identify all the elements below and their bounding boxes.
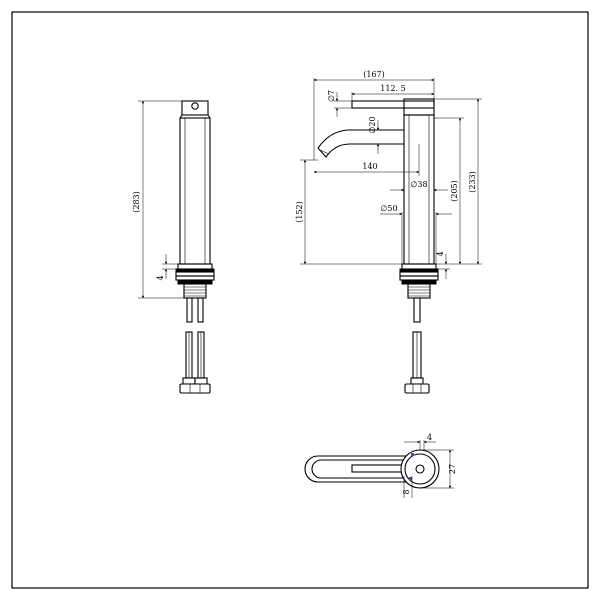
front-body xyxy=(179,117,211,265)
top-marker xyxy=(411,453,414,456)
top-dim-8: 8 xyxy=(402,489,411,494)
side-dim-d7: ∅7 xyxy=(327,90,336,102)
drawing-border xyxy=(11,11,589,589)
top-center-hole xyxy=(415,464,425,474)
front-thread xyxy=(183,283,207,299)
side-dim-d50: ∅50 xyxy=(380,204,397,213)
front-dim-283: (283) xyxy=(132,191,141,213)
side-spout xyxy=(317,129,404,158)
side-dim-112-5: 112. 5 xyxy=(380,84,405,93)
side-hose-nut xyxy=(404,383,430,394)
side-dim-d38: ∅38 xyxy=(410,180,427,189)
side-dim-4: 4 xyxy=(436,251,445,256)
side-dim-d20: ∅20 xyxy=(368,116,377,133)
side-dim-233: (233) xyxy=(468,171,477,193)
top-view: 4 27 8 xyxy=(304,433,457,498)
top-dim-27: 27 xyxy=(448,464,457,474)
side-dim-167: (167) xyxy=(363,70,385,79)
front-lever-dot xyxy=(191,102,199,110)
side-dim-152: (152) xyxy=(295,201,304,223)
side-body xyxy=(403,114,435,265)
top-spout-tip xyxy=(304,455,319,483)
side-view: (167) 112. 5 ∅7 ∅20 140 ∅38 ∅50 (152) xyxy=(295,70,482,394)
front-dim-4: 4 xyxy=(156,275,165,280)
front-lever-head xyxy=(181,100,209,116)
top-dim-4: 4 xyxy=(427,433,432,442)
front-view: (283) 4 xyxy=(132,100,215,394)
side-dim-140: 140 xyxy=(362,162,377,171)
front-hose-nuts xyxy=(179,383,211,394)
side-lever xyxy=(351,100,435,109)
side-dim-205: (205) xyxy=(450,180,459,202)
